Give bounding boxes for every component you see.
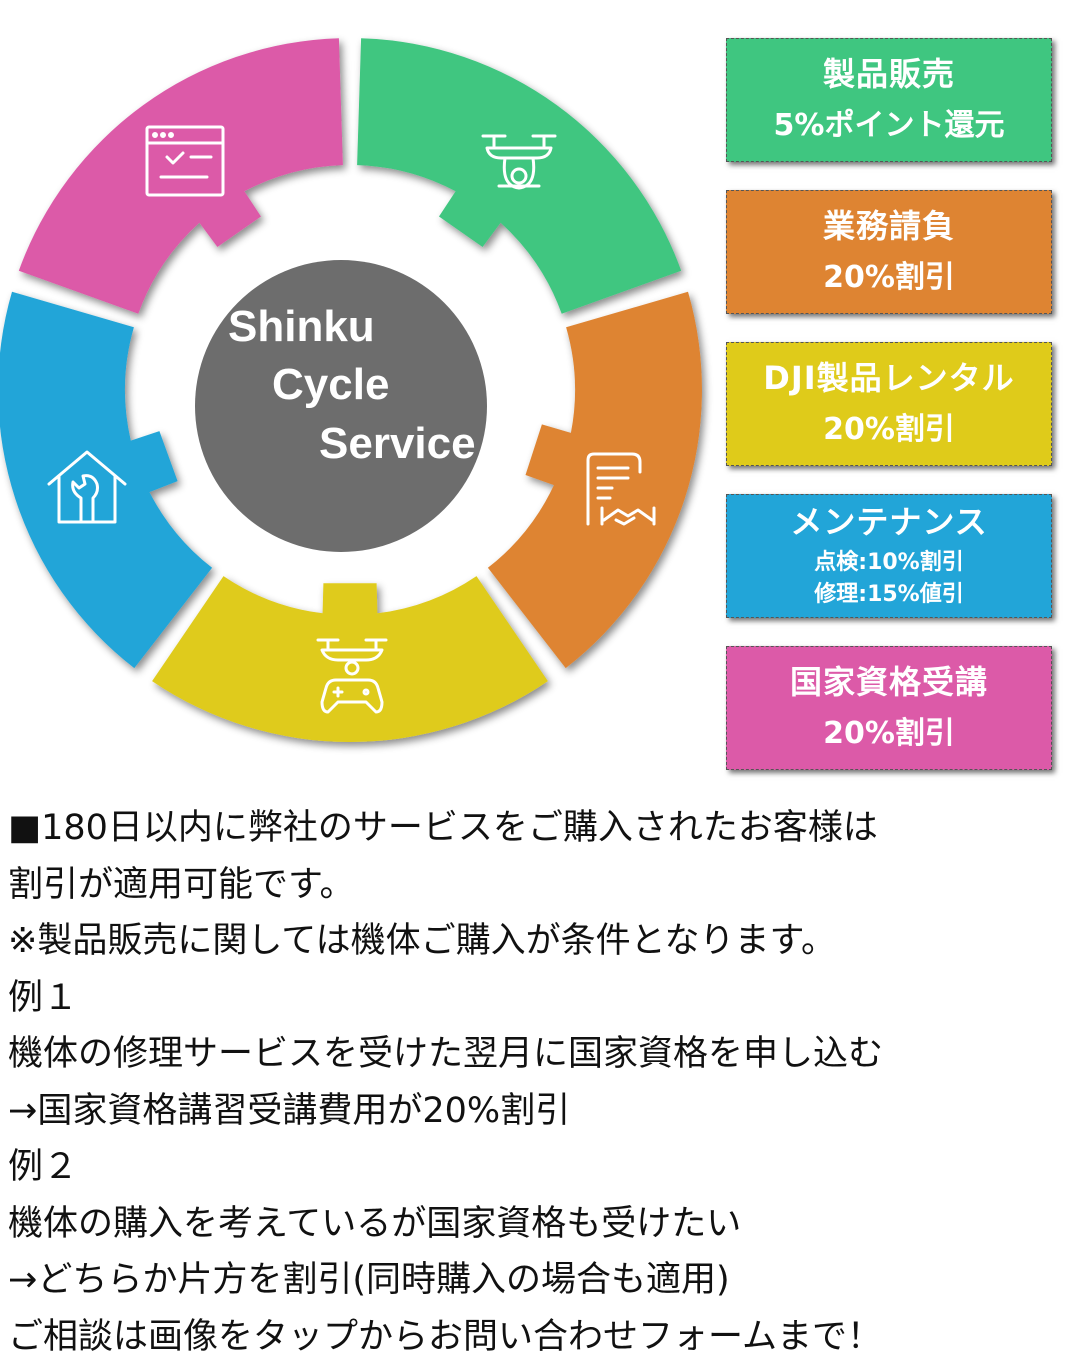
- text-line: ■180日以内に弊社のサービスをご購入されたお客様は: [8, 800, 1072, 857]
- text-line: 例２: [8, 1139, 1072, 1196]
- text-line: 機体の購入を考えているが国家資格も受けたい: [8, 1196, 1072, 1253]
- text-line: →国家資格講習受講費用が20%割引: [8, 1083, 1072, 1140]
- badge-title: 国家資格受講: [790, 661, 988, 703]
- badge-detail: 20%割引: [823, 257, 955, 299]
- text-line: 例１: [8, 970, 1072, 1027]
- service-cycle-diagram: Shinku Cycle Service: [0, 0, 720, 760]
- badge-title: DJI製品レンタル: [763, 357, 1014, 399]
- badge-title: 製品販売: [823, 53, 955, 95]
- text-line: →どちらか片方を割引(同時購入の場合も適用): [8, 1252, 1072, 1309]
- badge-title: 業務請負: [823, 205, 955, 247]
- badge-detail: 20%割引: [823, 713, 955, 755]
- center-line-2: Cycle: [272, 360, 389, 409]
- badge-maintenance: メンテナンス 点検:10%割引 修理:15%値引: [726, 494, 1052, 618]
- center-line-1: Shinku: [228, 302, 375, 351]
- text-line: ※製品販売に関しては機体ご購入が条件となります。: [8, 913, 1072, 970]
- badge-product-sales: 製品販売 5%ポイント還元: [726, 38, 1052, 162]
- description-text: ■180日以内に弊社のサービスをご購入されたお客様は 割引が適用可能です。 ※製…: [8, 800, 1072, 1365]
- badge-detail: 20%割引: [823, 409, 955, 451]
- badge-detail: 5%ポイント還元: [774, 105, 1005, 147]
- ring-segment-1: [357, 38, 681, 314]
- badge-detail-repair: 修理:15%値引: [814, 579, 963, 611]
- discount-badges: 製品販売 5%ポイント還元 業務請負 20%割引 DJI製品レンタル 20%割引…: [726, 38, 1052, 798]
- badge-national-license: 国家資格受講 20%割引: [726, 646, 1052, 770]
- text-line: ご相談は画像をタップからお問い合わせフォームまで！: [8, 1309, 1072, 1365]
- badge-detail-inspection: 点検:10%割引: [814, 547, 963, 579]
- badge-contract-work: 業務請負 20%割引: [726, 190, 1052, 314]
- ring-segment-2: [488, 292, 702, 668]
- ring-segment-4: [0, 292, 212, 668]
- center-line-3: Service: [319, 419, 476, 468]
- badge-title: メンテナンス: [790, 501, 987, 543]
- text-line: 機体の修理サービスを受けた翌月に国家資格を申し込む: [8, 1026, 1072, 1083]
- badge-dji-rental: DJI製品レンタル 20%割引: [726, 342, 1052, 466]
- text-line: 割引が適用可能です。: [8, 857, 1072, 914]
